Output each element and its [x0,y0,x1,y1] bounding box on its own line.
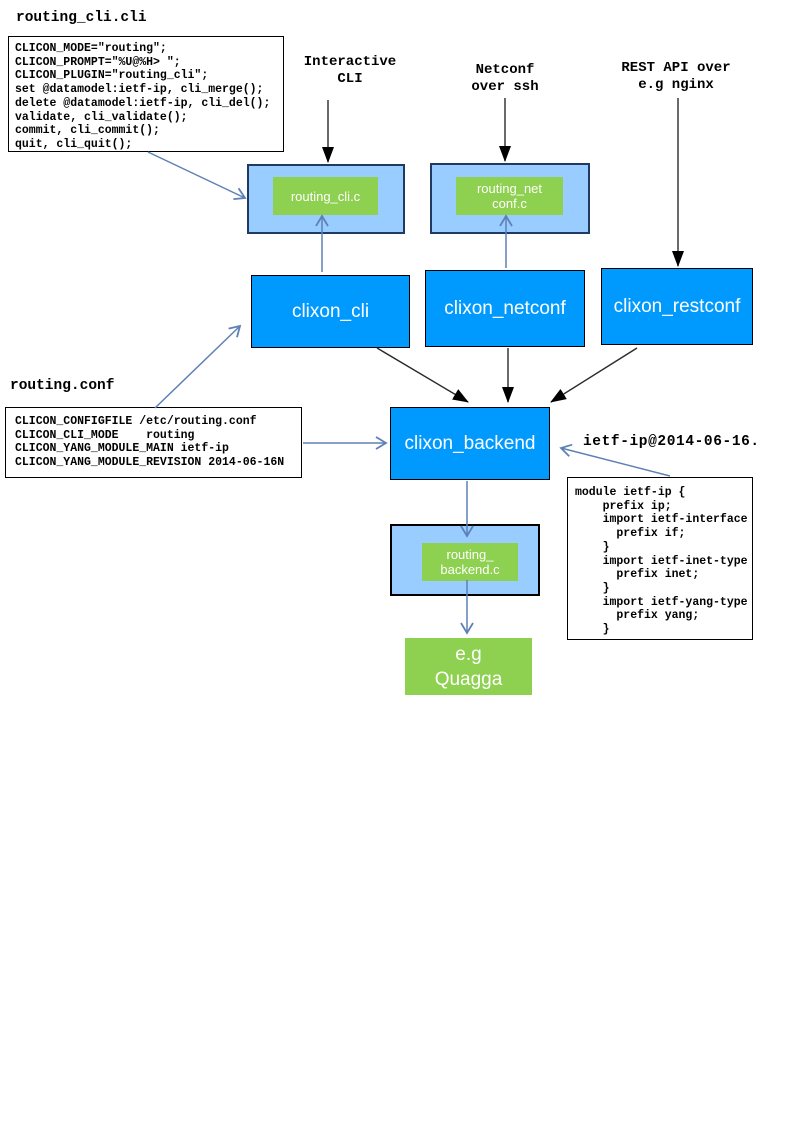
code-line: } [575,581,610,595]
arrow-routing-cli-file-to-cli-plugin [147,151,247,201]
code-line: prefix inet; [575,568,700,582]
arrow-routing-conf-to-clixon-cli [154,324,242,409]
code-line: module ietf-ip { [575,486,686,499]
code-line: prefix yang; [575,609,700,623]
code-line: } [575,623,610,637]
node-quagga: e.g Quagga [405,638,532,695]
code-line: CLICON_CONFIGFILE /etc/routing.conf [15,415,257,428]
arrow-clixon-restconf-to-backend [550,347,638,403]
code-line: CLICON_MODE="routing"; [15,42,167,55]
rest-api-label: REST API over e.g nginx [621,60,731,93]
code-line: commit, cli_commit(); [15,124,160,138]
ietf-ip-yang-code-box: module ietf-ip { prefix ip; import ietf-… [567,477,753,640]
code-line: set @datamodel:ietf-ip, cli_merge(); [15,83,264,97]
node-routing-netconf-c: routing_net conf.c [456,177,563,215]
code-line: CLICON_PROMPT="%U@%H> "; [15,55,181,69]
code-line: CLICON_CLI_MODE routing [15,428,195,442]
code-line: CLICON_PLUGIN="routing_cli"; [15,69,209,83]
arrow-clixon-cli-to-backend [376,347,469,403]
code-line: import ietf-inet-type [575,554,748,568]
routing-cli-file-label: routing_cli.cli [16,10,147,26]
code-line: import ietf-yang-type [575,595,748,609]
node-clixon-backend: clixon_backend [390,407,550,480]
netconf-plugin-container: routing_net conf.c [430,163,590,234]
code-line: CLICON_YANG_MODULE_REVISION 2014-06-16N [15,456,285,470]
backend-plugin-container: routing_ backend.c [390,524,540,596]
node-routing-backend-c: routing_ backend.c [422,543,518,581]
ietf-ip-file-label: ietf-ip@2014-06-16. [583,434,760,450]
code-line: import ietf-interface [575,513,748,527]
code-line: prefix if; [575,527,686,541]
netconf-over-ssh-label: Netconf over ssh [471,62,539,95]
code-line: delete @datamodel:ietf-ip, cli_del(); [15,96,271,110]
code-line: prefix ip; [575,499,672,513]
code-line: validate, cli_validate(); [15,110,188,124]
arrow-yang-module-to-clixon-backend [559,443,671,477]
node-clixon-netconf: clixon_netconf [425,270,585,347]
routing-conf-code-box: CLICON_CONFIGFILE /etc/routing.conf CLIC… [5,407,302,478]
code-line: CLICON_YANG_MODULE_MAIN ietf-ip [15,442,229,456]
interactive-cli-label: Interactive CLI [303,54,397,87]
routing-conf-file-label: routing.conf [10,378,115,394]
node-routing-cli-c: routing_cli.c [273,177,378,215]
cli-plugin-container: routing_cli.c [247,164,405,234]
node-clixon-restconf: clixon_restconf [601,268,753,345]
code-line: } [575,540,610,554]
code-line: quit, cli_quit(); [15,137,133,151]
routing-cli-code-box: CLICON_MODE="routing"; CLICON_PROMPT="%U… [8,36,284,152]
node-clixon-cli: clixon_cli [251,275,410,348]
